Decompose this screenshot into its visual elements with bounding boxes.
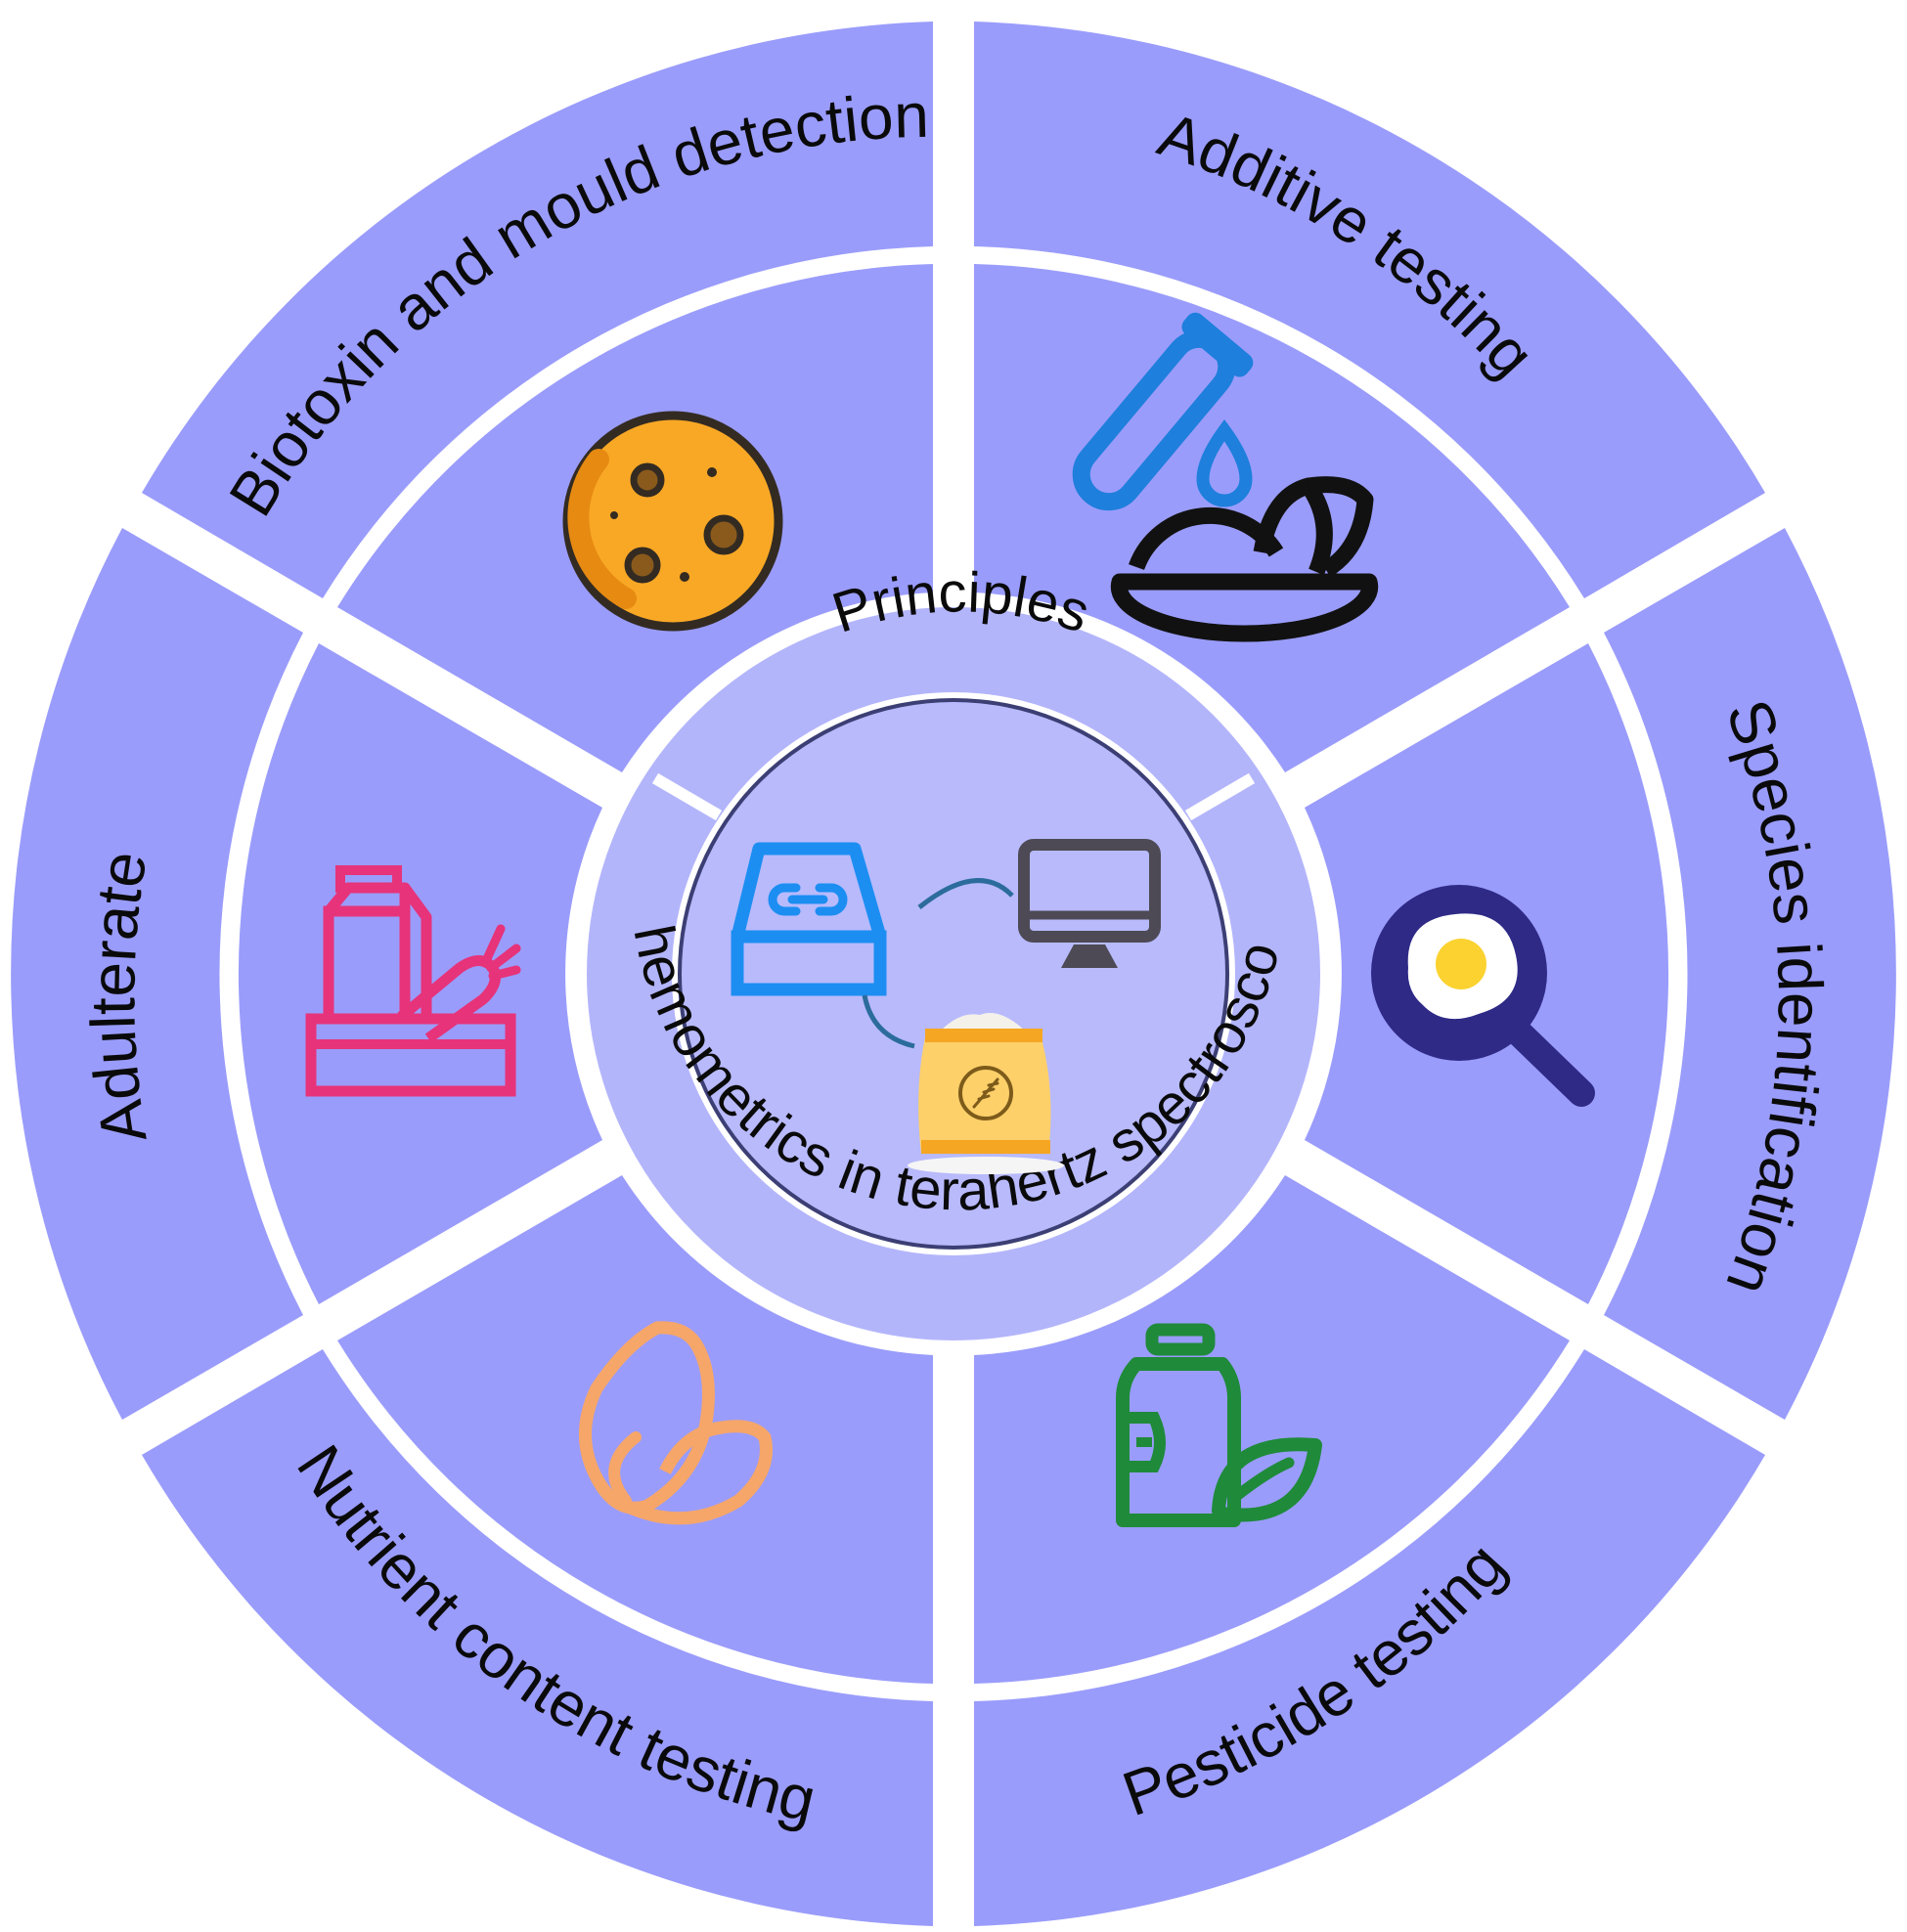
inner-segment-nutrient[interactable] [337, 1175, 933, 1684]
outer-segment-pesticide[interactable] [974, 1349, 1765, 1926]
outer-ring [11, 22, 1896, 1926]
outer-segment-nutrient[interactable] [142, 1349, 933, 1926]
connector-lines [862, 878, 1014, 1049]
outer-segment-adulterate[interactable] [11, 528, 304, 1420]
outer-segment-species[interactable] [1604, 528, 1896, 1420]
test-tube-food-bowl-icon [1072, 312, 1379, 642]
grain-sack-icon [908, 1013, 1064, 1174]
almond-nuts-icon [579, 1321, 773, 1525]
outer-segment-additive[interactable] [974, 22, 1765, 598]
outer-segment-biotoxin[interactable] [142, 22, 933, 598]
pesticide-bottle-leaf-icon [1116, 1323, 1322, 1527]
milk-carrot-box-icon [305, 865, 521, 1097]
inner-segment-adulterate[interactable] [238, 643, 602, 1304]
computer-monitor-icon [1018, 839, 1161, 968]
inner-segment-pesticide[interactable] [974, 1175, 1570, 1684]
thz-spectrometer-icon [731, 842, 887, 996]
mould-petri-dish-icon [562, 411, 783, 632]
fried-egg-pan-icon [1371, 885, 1595, 1107]
center-hub [577, 597, 1330, 1350]
